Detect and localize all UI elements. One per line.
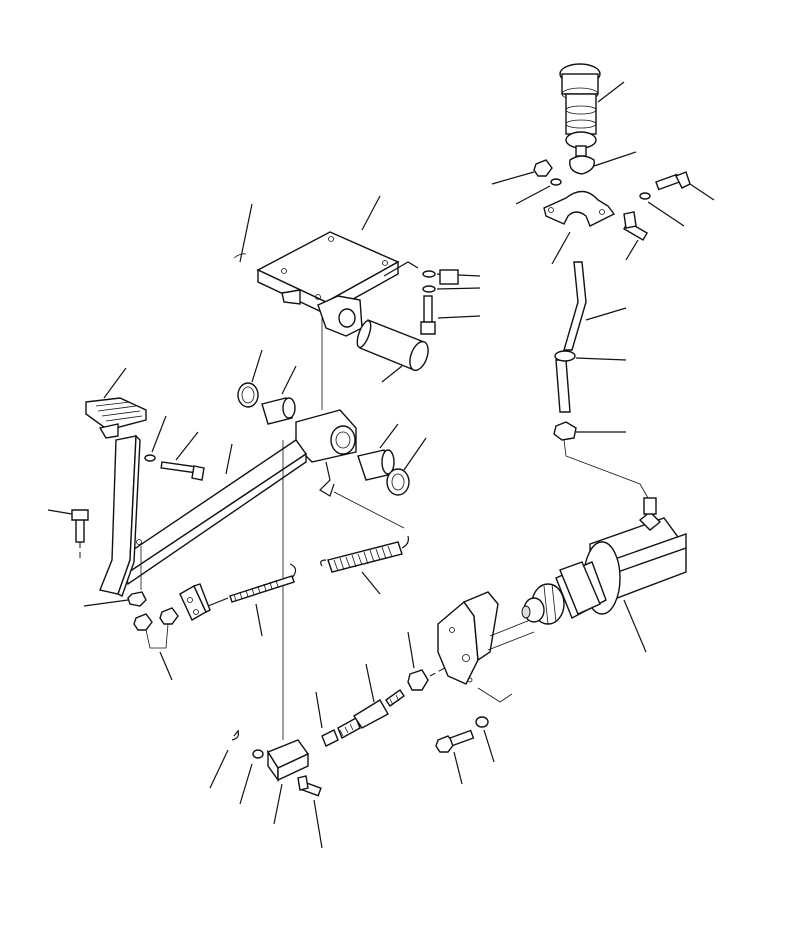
hose-fitting <box>553 421 626 441</box>
clevis-pin <box>209 730 264 805</box>
reservoir-clamp <box>543 190 616 265</box>
clevis-bolt <box>297 775 323 849</box>
reservoir <box>559 63 625 157</box>
bracket-leader-lines <box>233 195 381 263</box>
seal-left <box>237 349 263 408</box>
stop-bolt <box>47 509 89 560</box>
fluid-line <box>563 439 649 499</box>
seal-right <box>386 437 427 496</box>
clamp-bolts <box>623 171 715 261</box>
bushing-left <box>261 365 297 425</box>
assembly-guide-lines <box>140 318 405 740</box>
adjust-rod <box>229 563 297 637</box>
pedal-pin <box>356 319 429 383</box>
bracket-fasteners <box>383 261 481 335</box>
return-spring <box>320 535 409 595</box>
reservoir-nut <box>491 159 562 205</box>
clevis <box>266 739 310 825</box>
bushing-right <box>357 423 399 481</box>
reservoir-hose <box>554 261 627 413</box>
hose-clamp-upper <box>569 151 637 175</box>
push-rod <box>315 663 405 747</box>
stop-block <box>179 583 229 621</box>
clutch-pedal <box>85 367 357 597</box>
master-cylinder <box>521 497 687 653</box>
bracket-bolt <box>435 716 495 785</box>
push-rod-nut <box>407 631 453 691</box>
cylinder-bracket <box>437 591 535 703</box>
pedal-bolt <box>144 415 205 481</box>
pedal-bracket <box>256 231 400 337</box>
pedal-nuts <box>83 591 179 681</box>
